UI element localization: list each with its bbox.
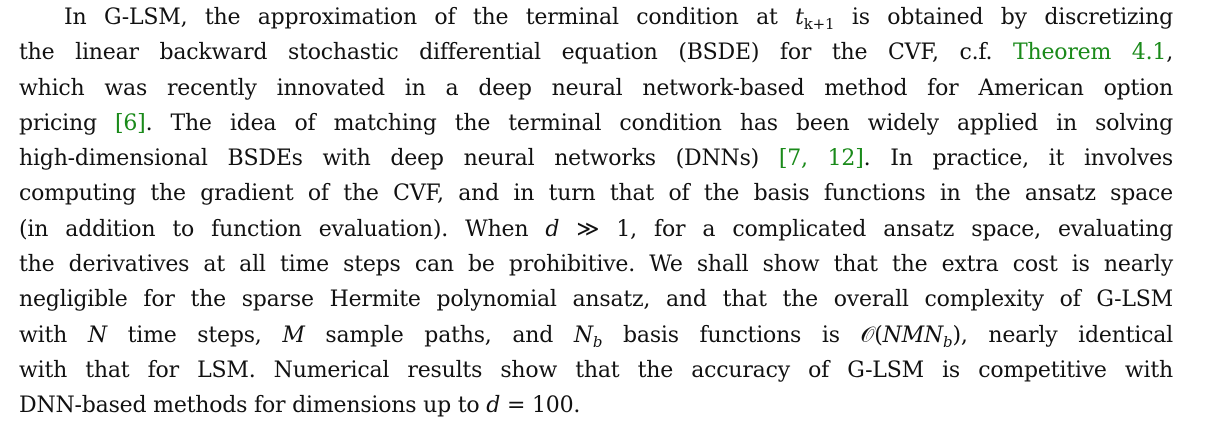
citation-separator: ,	[801, 146, 828, 172]
math-big-o: 𝒪	[860, 322, 875, 348]
text-line-7: (in addition to function evaluation). Wh…	[19, 212, 1173, 247]
text-line-8: the derivatives at all time steps can be…	[19, 247, 1173, 282]
math-NMN-b: NMNb	[882, 322, 953, 351]
text-run: basis functions is	[602, 322, 861, 348]
math-subscript: b	[943, 332, 953, 351]
math-d: d	[486, 393, 501, 419]
text-run: with that for LSM. Numerical results sho…	[19, 357, 1173, 383]
math-operator: ≫ 1	[559, 216, 631, 242]
citation-bracket: [	[778, 146, 788, 172]
text-run: .	[573, 393, 581, 419]
theorem-link[interactable]: Theorem 4.1	[1013, 40, 1167, 66]
math-subscript: k+1	[803, 15, 835, 33]
text-run: DNN-based methods for dimensions up to	[19, 393, 487, 419]
text-run: the derivatives at all time steps can be…	[19, 252, 1173, 278]
text-line-3: which was recently innovated in a deep n…	[19, 71, 1173, 106]
text-line-2: the linear backward stochastic different…	[19, 35, 1173, 70]
math-M: M	[282, 322, 305, 348]
math-base: t	[795, 5, 804, 30]
text-run: time steps,	[106, 322, 283, 348]
text-run: , for a complicated ansatz space, evalua…	[630, 216, 1173, 242]
math-equation: = 100	[500, 393, 574, 419]
text-run: , nearly identical	[960, 322, 1174, 348]
text-line-12: DNN-based methods for dimensions up to d…	[19, 388, 1173, 423]
text-run: pricing	[19, 110, 115, 136]
text-run: the linear backward stochastic different…	[19, 40, 1014, 66]
text-line-10: with N time steps, M sample paths, and N…	[19, 318, 1173, 353]
text-run: . The idea of matching the terminal cond…	[145, 110, 1174, 136]
text-line-11: with that for LSM. Numerical results sho…	[19, 353, 1173, 388]
math-t-k-plus-1: tk+1	[795, 5, 835, 33]
text-run: is obtained by discretizing	[834, 5, 1173, 30]
citation-link-12[interactable]: 12	[827, 146, 856, 172]
math-subscript: b	[592, 332, 603, 351]
math-base: N	[573, 322, 593, 348]
text-run: (in addition to function evaluation). Wh…	[19, 216, 546, 242]
text-run: ,	[1166, 40, 1173, 66]
text-run: computing the gradient of the CVF, and i…	[19, 181, 1173, 207]
math-base: NMN	[882, 322, 944, 348]
text-line-5: high-dimensional BSDEs with deep neural …	[19, 141, 1173, 176]
text-run: which was recently innovated in a deep n…	[19, 75, 1173, 101]
citation-link-7[interactable]: 7	[787, 146, 802, 172]
text-run: high-dimensional BSDEs with deep neural …	[19, 146, 779, 172]
math-d: d	[545, 216, 560, 242]
math-paren: (	[874, 322, 883, 348]
text-run: sample paths, and	[304, 322, 574, 348]
math-paren: )	[952, 322, 961, 348]
text-run: negligible for the sparse Hermite polyno…	[19, 287, 1173, 313]
text-run: In G-LSM, the approximation of the termi…	[64, 5, 796, 30]
math-N-b: Nb	[573, 322, 603, 351]
text-run: with	[19, 322, 88, 348]
paragraph-text: In G-LSM, the approximation of the termi…	[19, 0, 1173, 424]
text-line-6: computing the gradient of the CVF, and i…	[19, 176, 1173, 211]
math-N: N	[87, 322, 107, 348]
text-line-1: In G-LSM, the approximation of the termi…	[19, 0, 1173, 35]
citation-link-6[interactable]: [6]	[114, 110, 146, 136]
citation-bracket: ]	[855, 146, 864, 172]
text-line-4: pricing [6]. The idea of matching the te…	[19, 106, 1173, 141]
text-run: . In practice, it involves	[863, 146, 1174, 172]
text-line-9: negligible for the sparse Hermite polyno…	[19, 282, 1173, 317]
